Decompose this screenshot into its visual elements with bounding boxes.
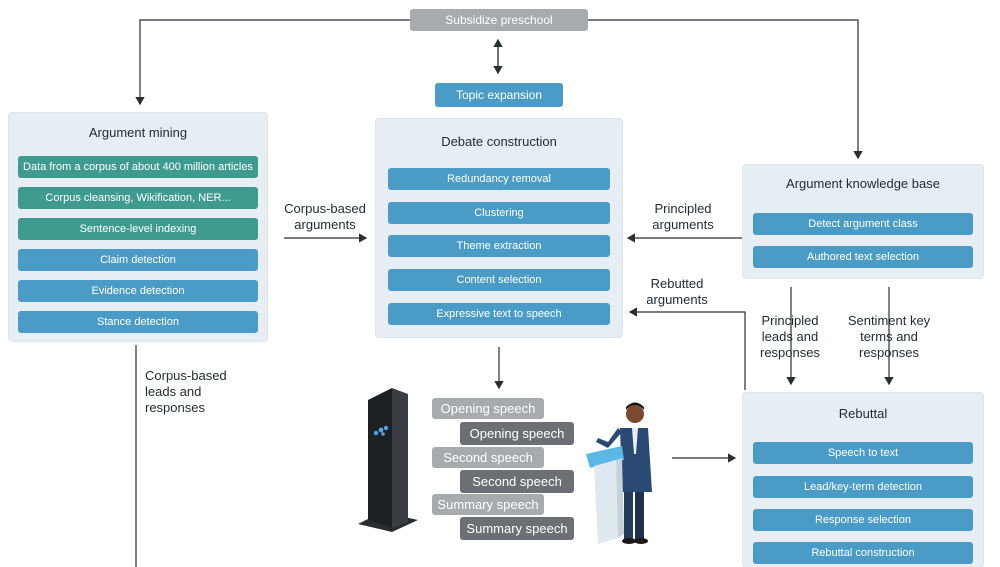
knowledge-base-title: Argument knowledge base bbox=[786, 176, 940, 191]
machine-speech-summary: Summary speech bbox=[432, 494, 544, 515]
knowledge-item-authored: Authored text selection bbox=[753, 246, 973, 268]
topic-expansion-node: Topic expansion bbox=[435, 83, 563, 107]
label-corpus-leads: Corpus-based leads and responses bbox=[145, 368, 227, 415]
machine-podium-illustration bbox=[358, 388, 418, 532]
label-rebutted-arguments: Rebutted arguments bbox=[646, 276, 708, 307]
debate-item-tts: Expressive text to speech bbox=[388, 303, 610, 325]
debate-construction-title: Debate construction bbox=[441, 134, 557, 149]
mining-item-evidence: Evidence detection bbox=[18, 280, 258, 302]
human-speech-second: Second speech bbox=[460, 470, 574, 493]
debate-item-content: Content selection bbox=[388, 269, 610, 291]
debate-construction-panel: Debate construction Redundancy removal C… bbox=[376, 119, 622, 337]
mining-item-claim: Claim detection bbox=[18, 249, 258, 271]
human-speech-opening: Opening speech bbox=[460, 422, 574, 445]
machine-speech-second: Second speech bbox=[432, 447, 544, 468]
argument-mining-panel: Argument mining Data from a corpus of ab… bbox=[9, 113, 267, 341]
debate-item-redundancy: Redundancy removal bbox=[388, 168, 610, 190]
knowledge-item-detect: Detect argument class bbox=[753, 213, 973, 235]
subsidize-preschool-node: Subsidize preschool bbox=[410, 9, 588, 31]
mining-item-stance: Stance detection bbox=[18, 311, 258, 333]
mining-item-indexing: Sentence-level indexing bbox=[18, 218, 258, 240]
label-corpus-arguments: Corpus-based arguments bbox=[284, 201, 366, 232]
argument-mining-title: Argument mining bbox=[88, 125, 188, 140]
machine-speech-opening: Opening speech bbox=[432, 398, 544, 419]
label-principled-leads: Principled leads and responses bbox=[760, 313, 820, 360]
rebuttal-item-construction: Rebuttal construction bbox=[753, 542, 973, 564]
knowledge-base-panel: Argument knowledge base Detect argument … bbox=[743, 165, 983, 278]
rebuttal-panel: Rebuttal Speech to text Lead/key-term de… bbox=[743, 393, 983, 567]
human-speech-summary: Summary speech bbox=[460, 517, 574, 540]
debate-item-theme: Theme extraction bbox=[388, 235, 610, 257]
debate-item-clustering: Clustering bbox=[388, 202, 610, 224]
rebuttal-item-lead: Lead/key-term detection bbox=[753, 476, 973, 498]
rebuttal-item-stt: Speech to text bbox=[753, 442, 973, 464]
label-sentiment: Sentiment key terms and responses bbox=[847, 313, 931, 360]
rebuttal-item-response: Response selection bbox=[753, 509, 973, 531]
label-principled-arguments: Principled arguments bbox=[652, 201, 714, 232]
mining-item-cleansing: Corpus cleansing, Wikification, NER... bbox=[18, 187, 258, 209]
human-debater-illustration bbox=[586, 402, 652, 544]
mining-item-corpus-data: Data from a corpus of about 400 million … bbox=[18, 156, 258, 178]
rebuttal-title: Rebuttal bbox=[838, 406, 888, 421]
